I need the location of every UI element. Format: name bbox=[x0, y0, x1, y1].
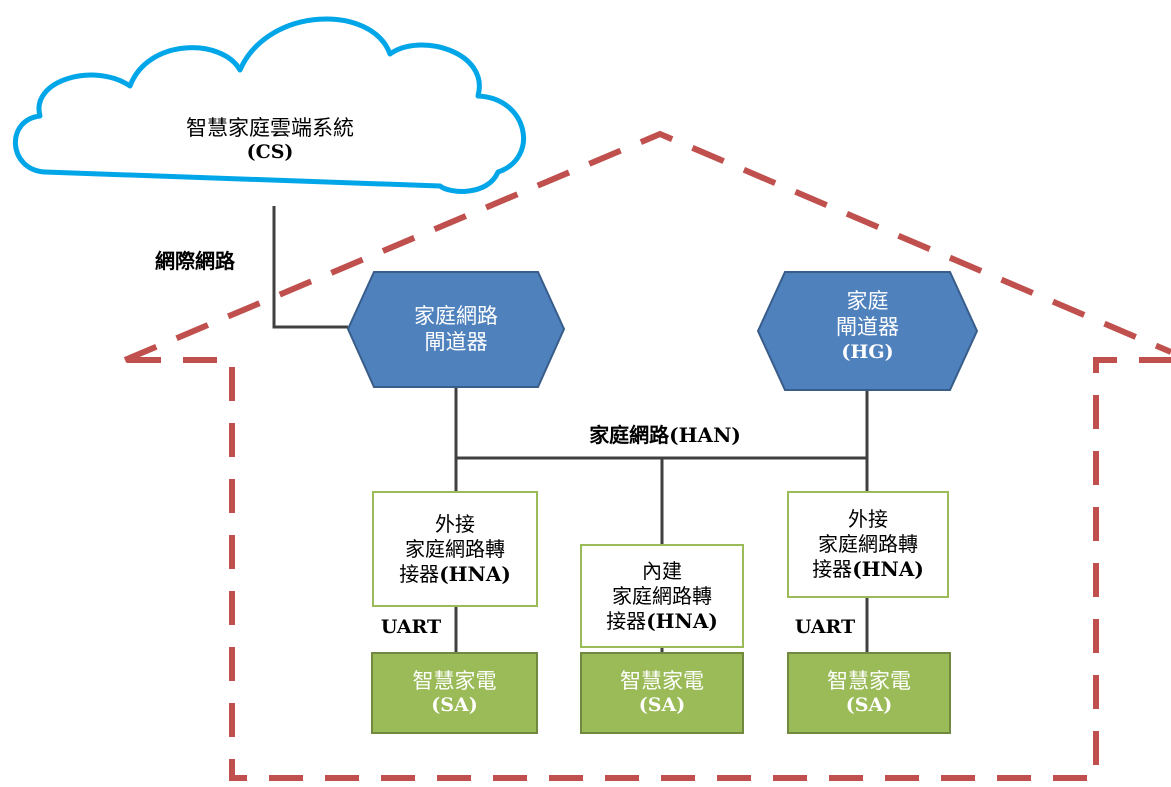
adapter-line3-abbr: (HNA) bbox=[646, 608, 718, 633]
gateway-right-shape bbox=[756, 271, 979, 391]
appliance-name: 智慧家電 bbox=[827, 669, 911, 693]
adapter-line3-abbr: (HNA) bbox=[439, 561, 511, 586]
adapter-line2: 家庭網路轉 bbox=[818, 532, 918, 556]
appliance-name: 智慧家電 bbox=[620, 669, 704, 693]
appliance-name: 智慧家電 bbox=[412, 669, 497, 693]
adapter-line1: 內建 bbox=[642, 558, 682, 583]
adapter-external-left: 外接 家庭網路轉 接器(HNA) bbox=[372, 491, 538, 607]
cloud-abbr: (CS) bbox=[246, 141, 294, 164]
gateway-right-line1: 家庭 bbox=[846, 289, 889, 313]
cloud-title: 智慧家庭雲端系統 bbox=[186, 116, 354, 140]
adapter-line1: 外接 bbox=[848, 507, 888, 531]
house-roof bbox=[123, 130, 1171, 363]
gateway-right-label: 家庭 閘道器 (HG) bbox=[785, 288, 950, 364]
house-outline bbox=[123, 130, 1171, 781]
appliance-abbr: (SA) bbox=[638, 694, 686, 717]
appliance-left: 智慧家電 (SA) bbox=[371, 652, 538, 734]
adapter-line3: 接器(HNA) bbox=[399, 562, 511, 587]
internet-link bbox=[272, 206, 348, 329]
adapter-builtin-middle: 內建 家庭網路轉 接器(HNA) bbox=[580, 544, 744, 648]
gateway-left-label: 家庭網路 閘道器 bbox=[374, 303, 538, 356]
appliance-middle: 智慧家電 (SA) bbox=[580, 652, 744, 734]
gateway-left-line2: 閘道器 bbox=[424, 330, 488, 355]
adapter-line2: 家庭網路轉 bbox=[405, 536, 505, 561]
han-label: 家庭網路(HAN) bbox=[589, 423, 741, 447]
house-walls bbox=[127, 357, 1171, 781]
adapter-line3: 接器(HNA) bbox=[812, 557, 924, 582]
internet-label: 網際網路 bbox=[155, 249, 235, 273]
appliance-abbr: (SA) bbox=[845, 694, 893, 717]
cloud-shape bbox=[13, 16, 526, 194]
adapter-line3-text: 接器 bbox=[399, 561, 440, 586]
adapter-line3-text: 接器 bbox=[606, 608, 647, 633]
adapter-line3: 接器(HNA) bbox=[606, 609, 718, 634]
gateway-left-line1: 家庭網路 bbox=[414, 304, 498, 328]
appliance-abbr: (SA) bbox=[431, 694, 478, 717]
uart-label-left: UART bbox=[380, 616, 442, 638]
adapter-external-right: 外接 家庭網路轉 接器(HNA) bbox=[787, 491, 949, 598]
uart-label-right: UART bbox=[794, 616, 856, 638]
gateway-left-shape bbox=[346, 271, 566, 388]
adapter-line3-abbr: (HNA) bbox=[852, 557, 924, 581]
appliance-right: 智慧家電 (SA) bbox=[787, 652, 951, 734]
connectors bbox=[272, 206, 869, 652]
adapter-line2: 家庭網路轉 bbox=[612, 583, 712, 608]
cloud-label: 智慧家庭雲端系統 (CS) bbox=[150, 115, 390, 165]
adapter-line3-text: 接器 bbox=[812, 557, 853, 581]
gateway-right-abbr: (HG) bbox=[841, 340, 894, 363]
adapter-line1: 外接 bbox=[435, 511, 475, 536]
gateway-right-line2: 閘道器 bbox=[836, 315, 899, 340]
